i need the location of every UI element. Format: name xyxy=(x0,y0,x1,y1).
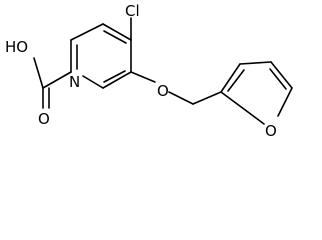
furan-double-bond-2 xyxy=(269,68,287,90)
chlorine-label: Cl xyxy=(125,2,140,20)
furan-oxygen-label: O xyxy=(265,122,277,140)
bond-ch2-furan xyxy=(192,91,222,105)
bond-ring-carboxyl xyxy=(42,71,72,89)
hydroxyl-label: HO xyxy=(5,38,28,56)
ring-nitrogen-label: N xyxy=(69,73,80,91)
furan-bond-c4-c5 xyxy=(270,61,293,89)
furan-bond-c5-o xyxy=(277,87,293,117)
bond-c6-o-ether xyxy=(130,71,156,83)
ether-oxygen-label: O xyxy=(157,82,169,100)
ring-double-bond-inner-2 xyxy=(103,70,126,83)
furan-bond-c2-c3 xyxy=(220,63,241,93)
carbonyl-oxygen-label: O xyxy=(38,110,50,128)
ring-bond-c6-n xyxy=(82,75,104,89)
ring-double-bond-inner-1 xyxy=(103,30,127,44)
furan-bond-o-c2 xyxy=(220,91,265,125)
ring-bond-c3-c4 xyxy=(102,23,132,41)
bond-o-ch2 xyxy=(168,91,194,105)
furan-bond-c3-c4 xyxy=(239,61,272,65)
chemical-structure-diagram: Cl HO O N O O xyxy=(5,2,293,140)
ring-bond-c2-c3 xyxy=(70,23,104,41)
ring-bond-c5-c6 xyxy=(102,71,132,89)
bond-carboxyl-oh xyxy=(33,57,44,89)
furan-double-bond-1 xyxy=(227,69,245,92)
